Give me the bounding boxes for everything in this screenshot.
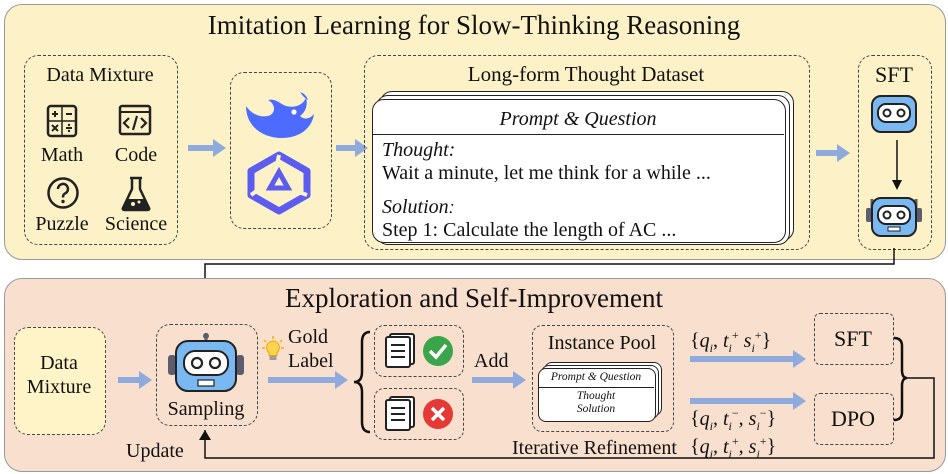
bottom-sft-box: [814, 313, 894, 365]
pool-sheet-front: [538, 368, 656, 422]
bottom-sft-label: SFT: [834, 326, 872, 351]
document-icon-wrong: [385, 396, 415, 431]
thought-text: Wait a minute, let me think for a while …: [382, 162, 711, 184]
instance-pool-box: [532, 325, 674, 432]
sampling-label: Sampling: [167, 398, 245, 420]
solution-label: Solutionː: [382, 196, 455, 218]
right-brace: [893, 336, 908, 422]
bottom-dpo-label: DPO: [830, 406, 875, 431]
dpo-neg-formula: {qi, ti−, si−}: [690, 406, 777, 433]
science-label: Science: [104, 213, 168, 235]
calculator-icon: [46, 104, 78, 138]
correct-box: [374, 325, 464, 377]
sampling-box: [156, 324, 258, 426]
gold-label-line1: Gold: [288, 326, 328, 348]
update-label: Update: [126, 440, 184, 462]
arrow-mixture-to-sampling: [118, 371, 152, 389]
sft-data-formula: {qi, ti+ si+}: [690, 328, 772, 355]
sft-box: [858, 55, 932, 250]
sft-title: SFT: [875, 62, 913, 87]
data-mixture-title: Data Mixture: [46, 64, 154, 86]
deepseek-whale-icon: [246, 92, 314, 138]
exploration-title: Exploration and Self-Improvement: [285, 283, 663, 313]
dataset-divider: [372, 134, 784, 135]
document-icon-correct: [385, 333, 415, 368]
code-icon: [118, 104, 152, 136]
arrow-pool-to-sft: [690, 350, 806, 368]
dataset-prompt: Prompt & Question: [499, 108, 657, 130]
thought-label: Thought:: [382, 139, 456, 161]
dataset-sheet-front: [372, 99, 786, 243]
dataset-title: Long-form Thought Dataset: [467, 62, 705, 86]
arrow-pool-to-dpo: [690, 392, 806, 410]
data-mixture-box: [24, 55, 178, 245]
pool-prompt: Prompt & Question: [550, 371, 642, 383]
imitation-title: Imitation Learning for Slow-Thinking Rea…: [207, 10, 741, 40]
lightbulb-icon: [262, 336, 284, 360]
flask-icon: [121, 176, 151, 212]
left-brace: [353, 330, 371, 434]
puzzle-label: Puzzle: [35, 213, 89, 235]
pool-divider: [538, 387, 654, 388]
robot-icon-sampling: [168, 333, 244, 392]
question-icon: [47, 177, 79, 209]
instance-pool-title: Instance Pool: [547, 332, 657, 354]
qwen-logo-icon: [247, 151, 311, 215]
bottom-dpo-box: [814, 393, 894, 445]
arrow-add-to-pool: [472, 371, 526, 389]
bottom-data-mixture-box: [14, 327, 106, 435]
arrow-mixture-to-models: [188, 139, 226, 157]
cross-icon: [423, 399, 453, 429]
add-label: Add: [474, 350, 509, 372]
arrow-sampling-to-judge: [268, 371, 348, 389]
check-icon: [423, 336, 453, 366]
bottom-data-mixture-line1: Data: [40, 352, 78, 374]
gold-label-line2: Label: [288, 350, 334, 372]
pool-thought: Thought: [576, 390, 616, 402]
exploration-panel: [4, 278, 946, 472]
robot-icon-before: [871, 95, 917, 133]
solution-text: Step 1: Calculate the length of AC ...: [382, 219, 677, 241]
code-label: Code: [114, 144, 158, 166]
math-label: Math: [40, 144, 84, 166]
wrong-box: [374, 388, 464, 440]
bottom-data-mixture-line2: Mixture: [26, 376, 92, 398]
iterative-refinement-label: Iterative Refinement: [512, 437, 677, 459]
pool-solution: Solution: [576, 403, 616, 415]
arrow-dataset-to-sft: [816, 144, 850, 162]
dpo-pos-formula: {qi, ti+, si+}: [690, 434, 777, 461]
models-box: [230, 72, 332, 229]
arrow-down-sft: [892, 140, 902, 190]
dataset-box: [364, 55, 810, 250]
robot-icon-after: [866, 197, 922, 237]
